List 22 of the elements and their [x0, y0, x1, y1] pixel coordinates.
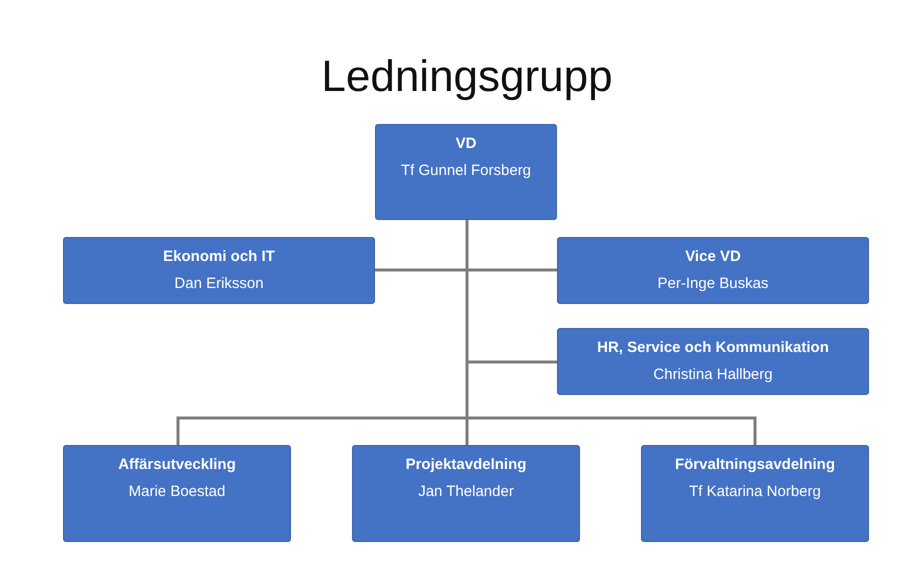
- person-name: Dan Eriksson: [173, 275, 265, 292]
- person-name: Christina Hallberg: [652, 366, 774, 383]
- person-name: Tf Gunnel Forsberg: [400, 162, 532, 179]
- person-name: Tf Katarina Norberg: [688, 483, 822, 500]
- role-title: Vice VD: [684, 248, 742, 265]
- person-name: Per-Inge Buskas: [656, 275, 770, 292]
- role-title: HR, Service och Kommunikation: [596, 339, 830, 356]
- person-name: Jan Thelander: [417, 483, 515, 500]
- role-box: [63, 445, 291, 542]
- role-box: [641, 445, 869, 542]
- role-title: Affärsutveckling: [117, 456, 237, 473]
- person-name: Marie Boestad: [128, 483, 226, 500]
- role-title: Förvaltningsavdelning: [674, 456, 836, 473]
- role-box: [63, 237, 375, 304]
- title: Ledningsgrupp: [320, 52, 614, 102]
- role-box: [557, 328, 869, 395]
- role-title: Projektavdelning: [404, 456, 528, 473]
- role-title: VD: [454, 135, 478, 152]
- role-box: [352, 445, 580, 542]
- role-box: [557, 237, 869, 304]
- role-title: Ekonomi och IT: [162, 248, 276, 265]
- role-box: [375, 124, 557, 220]
